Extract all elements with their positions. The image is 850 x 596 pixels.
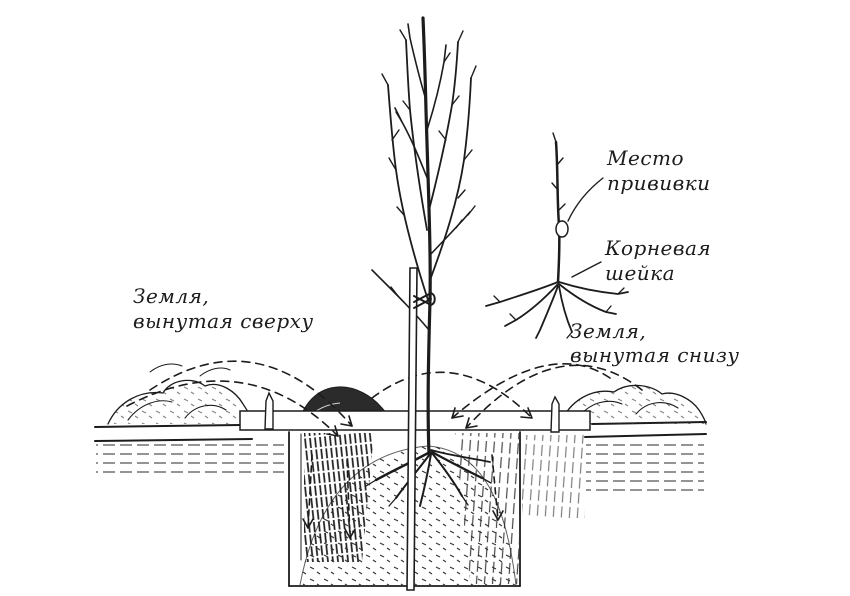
pointer-graft-site — [567, 177, 604, 222]
labels: Место прививки Корневая шейка Земля, вын… — [133, 146, 739, 367]
sapling-inset — [485, 132, 629, 339]
graft-swelling — [555, 220, 569, 238]
label-soil-top-line1: Земля, — [133, 284, 209, 308]
tree-roots — [365, 449, 492, 507]
pointer-root-collar — [571, 261, 602, 278]
label-root-collar-line1: Корневая — [604, 236, 711, 260]
label-pointers — [567, 177, 604, 278]
label-soil-top-line2: вынутая сверху — [133, 309, 314, 333]
support-stake — [406, 267, 418, 591]
label-graft-site-line2: прививки — [607, 171, 711, 195]
soil-transfer-arrows — [126, 360, 643, 539]
main-tree — [371, 16, 477, 457]
label-graft-site-line1: Место — [606, 146, 684, 170]
tie-binding — [413, 292, 436, 309]
label-root-collar-line2: шейка — [605, 261, 675, 285]
label-soil-bottom-line2: вынутая снизу — [570, 343, 739, 367]
ground — [94, 363, 707, 496]
label-soil-bottom-line1: Земля, — [570, 319, 646, 343]
